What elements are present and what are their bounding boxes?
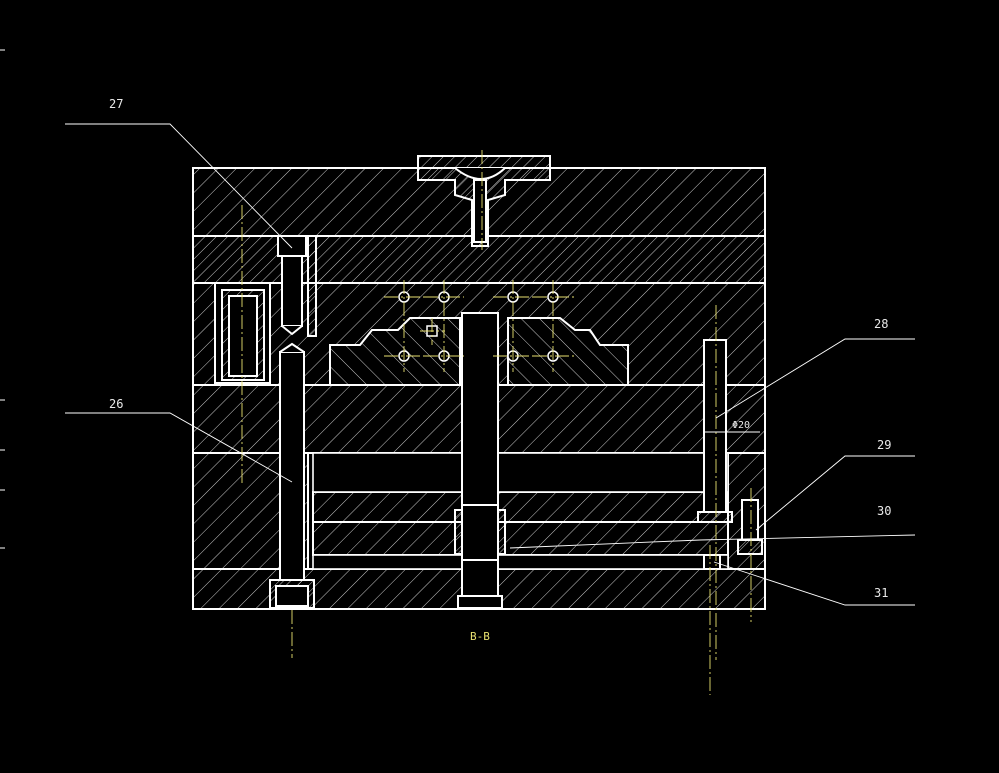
dimension-label: Φ20 [732,420,750,431]
ejector-space-lower [312,554,729,570]
edge-ticks [0,49,5,549]
leader-26 [65,412,293,483]
sprue-bushing [417,155,551,247]
right-guide-pin [697,339,763,570]
part-cavity-right [507,317,629,386]
label-31: 31 [874,586,888,600]
part-labels: 27 26 28 29 30 31 Φ20 B-B [109,97,891,643]
label-27: 27 [109,97,123,111]
ejector-retainer-plate [312,491,729,523]
label-28: 28 [874,317,888,331]
leader-30 [509,534,916,549]
label-26: 26 [109,397,123,411]
leader-31 [713,561,915,606]
ejector-space [312,452,729,493]
left-guide-assembly [214,235,317,609]
section-label: B-B [470,630,490,643]
center-pin [454,312,506,609]
ejector-plate [312,521,729,556]
leader-27 [65,123,293,249]
centerlines [241,150,752,695]
label-30: 30 [877,504,891,518]
label-29: 29 [877,438,891,452]
leader-28 [715,338,915,419]
leader-lines [65,123,916,606]
leader-29 [755,455,915,531]
